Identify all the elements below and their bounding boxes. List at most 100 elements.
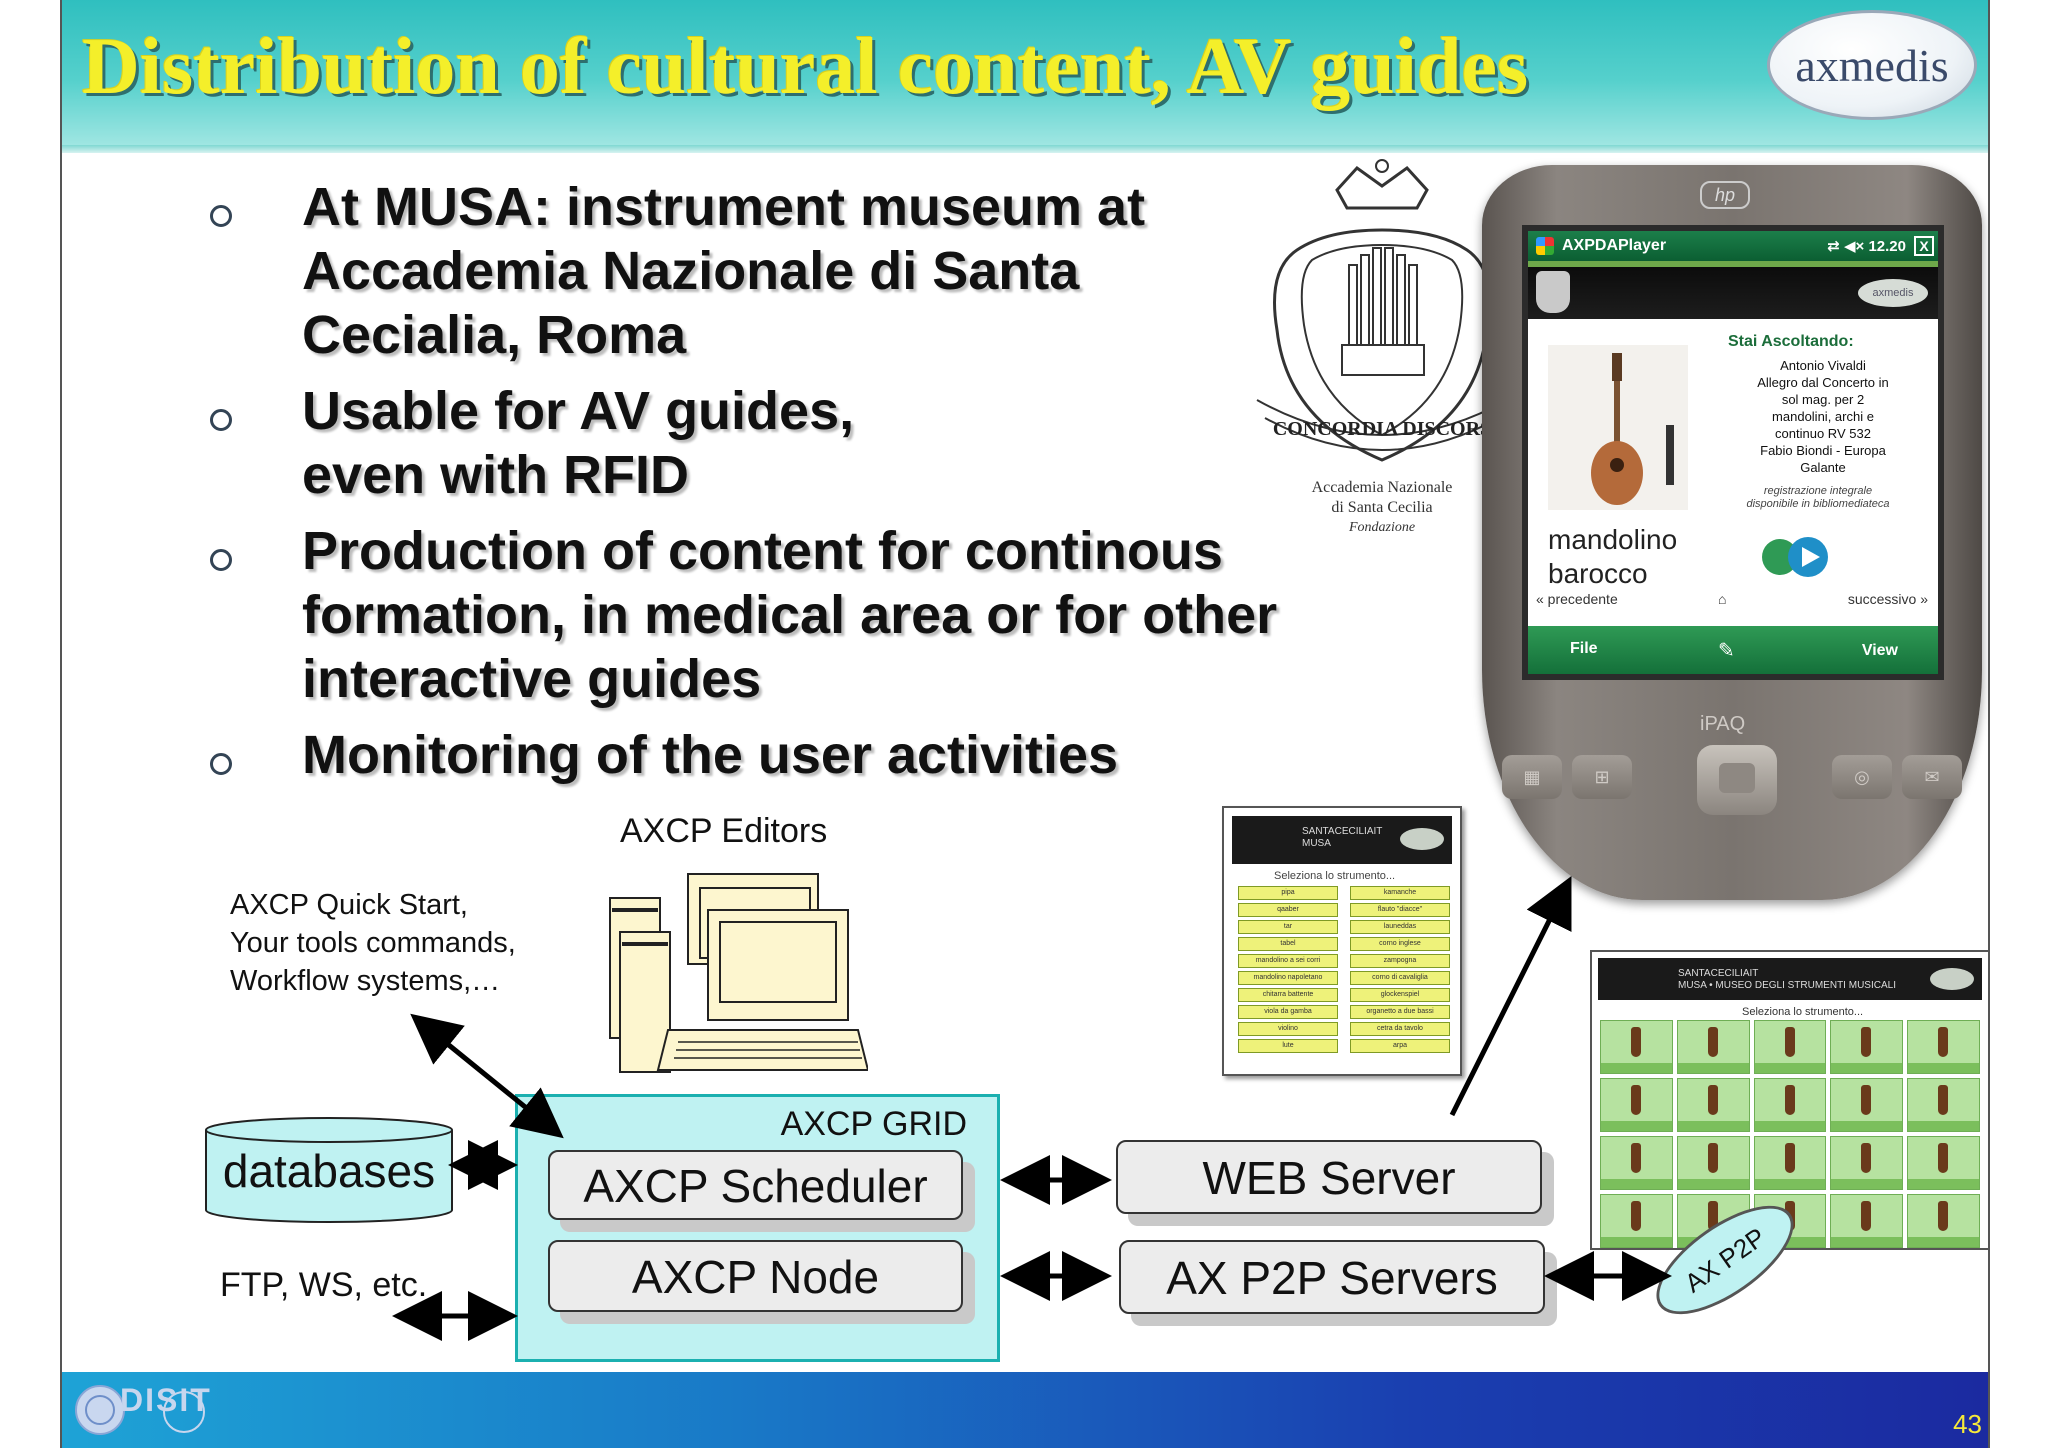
now-playing-label: Stai Ascoltando: [1728, 333, 1854, 350]
slide-footer: DISIT 43 [62, 1372, 1988, 1448]
academy-name-line: Accademia Nazionale [1311, 479, 1453, 496]
instrument-tile[interactable] [1830, 1020, 1904, 1074]
instrument-tile[interactable] [1676, 1020, 1750, 1074]
axcp-editors-label: AXCP Editors [620, 812, 828, 850]
disit-logo-text: DISIT [120, 1382, 212, 1418]
recording-note: registrazione integrale disponibile in b… [1708, 485, 1928, 511]
dpad-button[interactable] [1697, 745, 1777, 815]
instrument-cell[interactable]: mandolino napoletano [1238, 971, 1338, 985]
instrument-tile[interactable] [1907, 1078, 1980, 1132]
bullet-item: At MUSA: instrument museum at Accademia … [142, 175, 1362, 367]
mail-key-icon[interactable]: ✉ [1902, 755, 1962, 799]
academy-name: Accademia Nazionale di Santa Cecilia Fon… [1212, 478, 1552, 538]
home-icon[interactable]: ⌂ [1718, 591, 1727, 607]
databases-label: databases [222, 1145, 436, 1197]
axcp-node-box: AXCP Node [548, 1240, 963, 1312]
pda-app-title: AXPDAPlayer [1562, 237, 1667, 254]
instrument-cell[interactable]: organetto a due bassi [1350, 1005, 1450, 1019]
instrument-tile[interactable] [1753, 1078, 1827, 1132]
academy-name-line: Fondazione [1348, 520, 1416, 535]
instrument-tile[interactable] [1753, 1136, 1827, 1190]
instrument-cell[interactable]: glockenspiel [1350, 988, 1450, 1002]
instrument-tile[interactable] [1600, 1020, 1673, 1074]
axcp-grid-title: AXCP GRID [780, 1105, 967, 1143]
instrument-tile[interactable] [1753, 1020, 1827, 1074]
quickstart-line: Your tools commands, [230, 927, 516, 959]
slide-title: Distribution of cultural content, AV gui… [82, 23, 1529, 111]
instrument-tile[interactable] [1830, 1078, 1904, 1132]
prev-link[interactable]: « precedente [1536, 591, 1618, 607]
next-link[interactable]: successivo » [1847, 591, 1928, 607]
track-line: Antonio Vivaldi [1780, 358, 1866, 373]
bullet-item: Usable for AV guides, even with RFID [142, 379, 1362, 507]
instrument-tile[interactable] [1907, 1020, 1980, 1074]
instrument-tile[interactable] [1600, 1194, 1673, 1248]
instrument-cell[interactable]: flauto "diacce" [1350, 903, 1450, 917]
instrument-tile[interactable] [1600, 1136, 1673, 1190]
play-icon[interactable] [1758, 535, 1838, 579]
recording-note-line: disponibile in bibliomediateca [1746, 498, 1890, 510]
view-menu[interactable]: View [1861, 642, 1898, 659]
instrument-tile[interactable] [1830, 1194, 1904, 1248]
screenshot-header-line: SANTACECILIAIT [1302, 826, 1383, 837]
quickstart-line: AXCP Quick Start, [230, 889, 468, 921]
pda-navigation: « precedente ⌂ successivo » [1528, 591, 1938, 611]
quickstart-line: Workflow systems,… [230, 965, 501, 997]
instrument-cell[interactable]: mandolino a sei corri [1238, 954, 1338, 968]
instrument-cell[interactable]: cetra da tavolo [1350, 1022, 1450, 1036]
p2p-servers-box: AX P2P Servers [1119, 1240, 1545, 1314]
instrument-cell[interactable]: arpa [1350, 1039, 1450, 1053]
axmedis-logo-small: axmedis [1858, 279, 1928, 307]
instrument-cell[interactable]: viola da gamba [1238, 1005, 1338, 1019]
instrument-cell[interactable]: qaaber [1238, 903, 1338, 917]
screenshot-header: SANTACECILIAIT MUSA • MUSEO DEGLI STRUME… [1598, 958, 1982, 1000]
pda-screen: AXPDAPlayer ⇄ ◀× 12.20 X axmedis Stai As… [1522, 225, 1944, 680]
file-menu[interactable]: File [1570, 640, 1598, 657]
instrument-cell[interactable]: violino [1238, 1022, 1338, 1036]
screenshot-header: SANTACECILIAIT MUSA [1232, 816, 1452, 864]
calendar-key-icon[interactable]: ▦ [1502, 755, 1562, 799]
databases-cylinder [205, 1117, 453, 1223]
instrument-cell[interactable]: pipa [1238, 886, 1338, 900]
instrument-cell[interactable]: tabel [1238, 937, 1338, 951]
instrument-tile[interactable] [1676, 1136, 1750, 1190]
instrument-cell[interactable]: zampogna [1350, 954, 1450, 968]
instrument-tile[interactable] [1830, 1136, 1904, 1190]
windows-key-icon[interactable]: ⊞ [1572, 755, 1632, 799]
web-screenshot-large: SANTACECILIAIT MUSA • MUSEO DEGLI STRUME… [1590, 950, 1988, 1250]
instrument-tile[interactable] [1907, 1136, 1980, 1190]
instrument-cell[interactable]: kamanche [1350, 886, 1450, 900]
instrument-cell[interactable]: lute [1238, 1039, 1338, 1053]
slide: Distribution of cultural content, AV gui… [60, 0, 1990, 1448]
axcp-grid-box: AXCP GRID [515, 1094, 1000, 1362]
instrument-cell[interactable]: tar [1238, 920, 1338, 934]
accademia-crest-logo: CONCORDIA DISCORS [1256, 159, 1508, 462]
hp-logo: hp [1700, 181, 1750, 209]
web-screenshot-small: SANTACECILIAIT MUSA Seleziona lo strumen… [1222, 806, 1462, 1076]
instrument-tile[interactable] [1676, 1078, 1750, 1132]
screenshot-header-text: SANTACECILIAIT MUSA • MUSEO DEGLI STRUME… [1678, 968, 1896, 992]
bullet-text: Production of content for continous form… [302, 521, 1278, 709]
instrument-cell[interactable]: corno inglese [1350, 937, 1450, 951]
quickstart-label: AXCP Quick Start, Your tools commands, W… [230, 886, 516, 1000]
instrument-tile[interactable] [1907, 1194, 1980, 1248]
slide-header: Distribution of cultural content, AV gui… [62, 0, 1988, 145]
bullet-circle-icon [210, 205, 232, 227]
instrument-cell[interactable]: launeddas [1350, 920, 1450, 934]
close-icon[interactable]: X [1914, 236, 1934, 256]
header-divider [62, 145, 1988, 153]
select-instrument-label: Seleziona lo strumento... [1274, 870, 1396, 882]
pda-status: ⇄ ◀× 12.20 [1827, 238, 1906, 255]
windows-start-icon[interactable] [1536, 237, 1554, 255]
instrument-cell[interactable]: chitarra battente [1238, 988, 1338, 1002]
instrument-tile[interactable] [1600, 1078, 1673, 1132]
screenshot-header-text: SANTACECILIAIT MUSA [1302, 826, 1382, 850]
bullet-circle-icon [210, 549, 232, 571]
bullet-list: At MUSA: instrument museum at Accademia … [142, 175, 1362, 799]
instrument-cell[interactable]: corno di cavaliglia [1350, 971, 1450, 985]
pen-icon[interactable]: ✎ [1718, 640, 1735, 662]
editors-computers-icon [609, 873, 868, 1073]
track-info: Antonio Vivaldi Allegro dal Concerto in … [1718, 357, 1928, 476]
bullet-text: Usable for AV guides, even with RFID [302, 381, 855, 505]
media-key-icon[interactable]: ◎ [1832, 755, 1892, 799]
